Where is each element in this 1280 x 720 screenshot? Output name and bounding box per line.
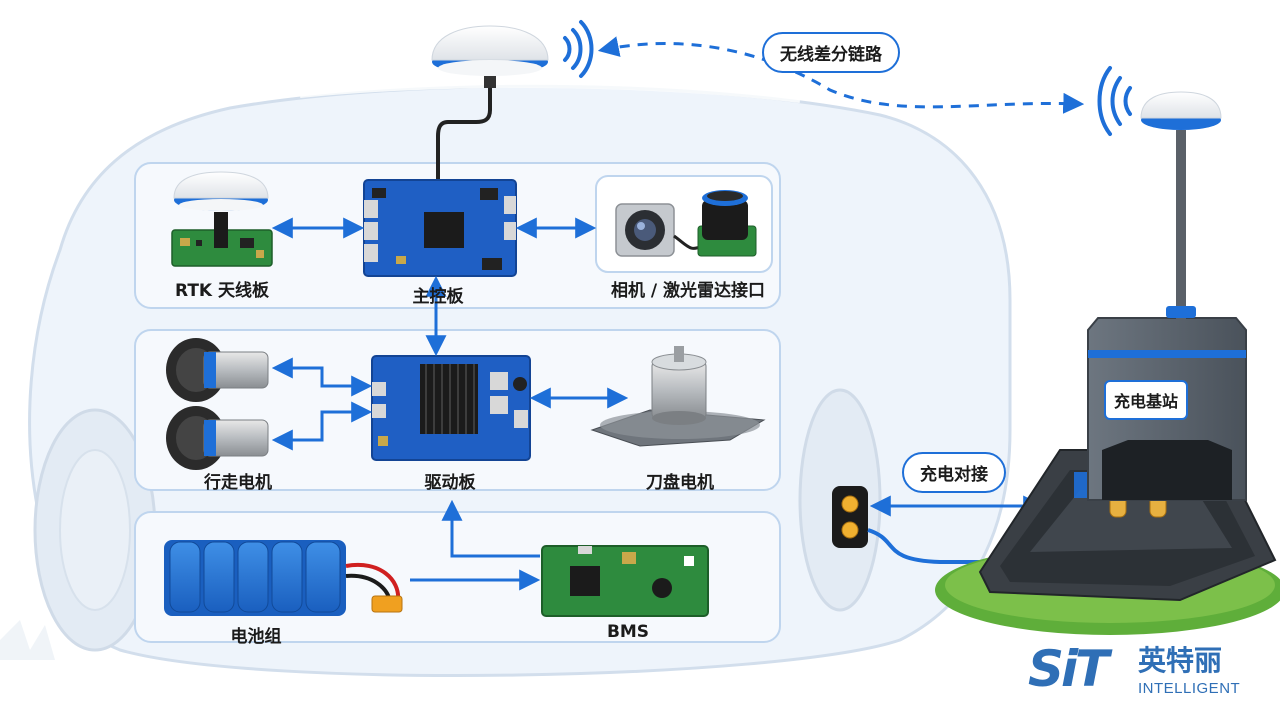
grass-decoration [0, 620, 55, 660]
arrow-driver-motor-top [271, 357, 373, 397]
label-base-station: 充电基站 [1104, 380, 1189, 420]
label-driver-board: 驱动板 [424, 473, 476, 493]
signal-waves-rover-icon [563, 20, 594, 78]
label-rtk-antenna-board: RTK 天线板 [174, 281, 270, 301]
label-bms: BMS [606, 622, 650, 642]
connection-arrows [271, 217, 629, 591]
brand-name-cn: 英特丽 [1138, 644, 1223, 677]
callout-charging-dock: 充电对接 [902, 452, 1006, 493]
drive-motor-top [166, 338, 269, 402]
label-battery-pack: 电池组 [230, 627, 282, 647]
brand-logo-mark: SiT [1028, 640, 1109, 698]
arrow-driver-motor-bottom [271, 401, 373, 451]
label-drive-motor: 行走电机 [204, 473, 272, 493]
label-camera-lidar: 相机 / 激光雷达接口 [610, 281, 766, 301]
brand-name-en: INTELLIGENT [1138, 680, 1241, 697]
battery-pack [164, 540, 403, 616]
charging-contacts [832, 486, 868, 548]
signal-waves-base-icon [1097, 66, 1132, 136]
arrow-bms-driver-lead [450, 552, 540, 558]
charging-cable [867, 528, 1010, 564]
rtk-antenna-board [171, 171, 273, 267]
camera-lidar-module [615, 190, 757, 257]
main-control-board [363, 179, 517, 277]
blade-motor [590, 346, 766, 447]
drive-motor-bottom [166, 406, 269, 470]
label-blade-motor: 刀盘电机 [646, 473, 714, 493]
callout-wireless-link: 无线差分链路 [762, 32, 900, 73]
label-main-control-board: 主控板 [412, 287, 464, 307]
driver-board [371, 355, 531, 461]
wireless-link-line [597, 36, 1085, 114]
rover-gnss-antenna [431, 25, 549, 180]
bms-board [541, 545, 709, 617]
